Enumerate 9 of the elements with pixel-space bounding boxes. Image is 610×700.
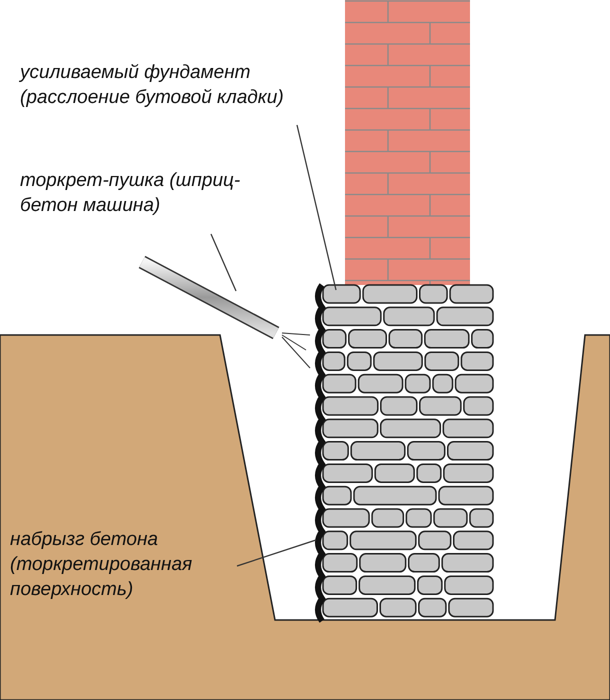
sprayed-concrete-layer [315,283,325,623]
leader-line [210,234,237,292]
callout-text: набрызг бетона (торкретированная поверхность) [10,527,260,602]
callout-text: усиливаемый фундамент (расслоение бутовой кладки) [20,60,350,110]
leader-line [236,539,316,567]
leader-line [296,124,337,290]
stone-foundation-drawing [322,284,494,618]
spray-gun-drawing [138,256,310,368]
callout-text: торкрет-пушка (шприц-бетон машина) [20,168,255,218]
